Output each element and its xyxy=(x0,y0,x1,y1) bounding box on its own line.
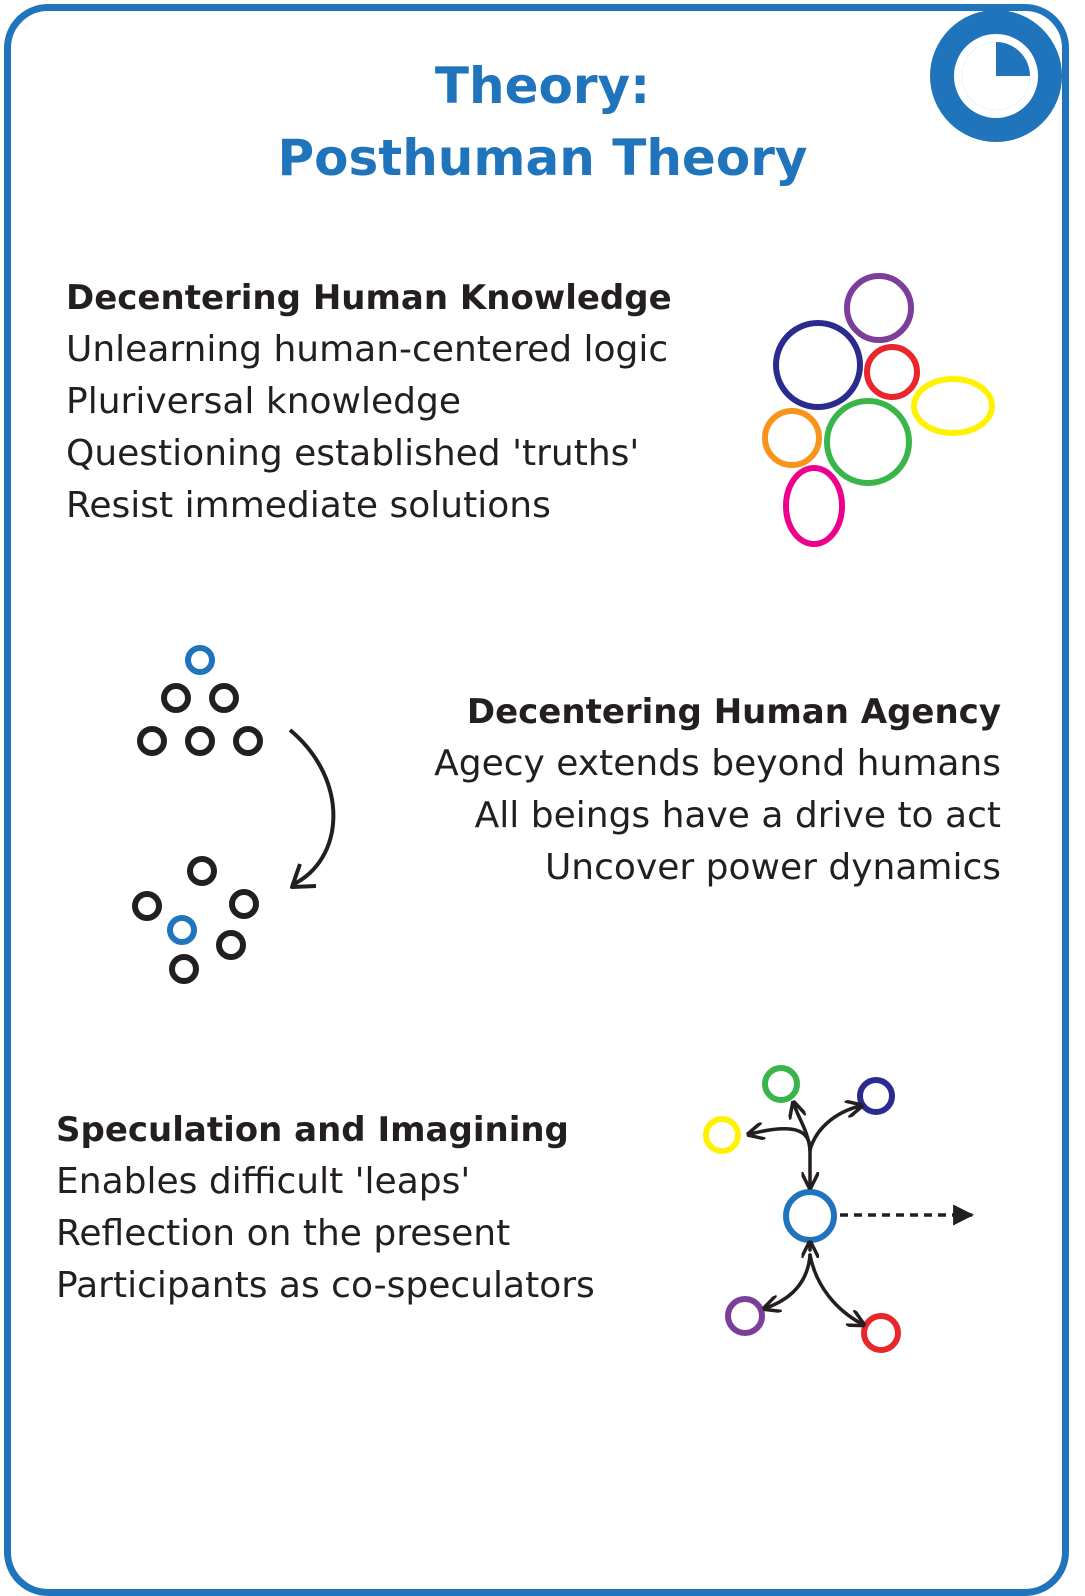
section-heading: Speculation and Imagining xyxy=(56,1110,569,1150)
branch-arrow xyxy=(750,1129,812,1152)
section-decentering-agency: Decentering Human Agency Agecy extends b… xyxy=(434,686,1001,894)
title-line-2: Posthuman Theory xyxy=(277,129,808,187)
black-dot xyxy=(209,683,239,713)
list-item: Participants as co-speculators xyxy=(56,1265,595,1306)
purple-node xyxy=(725,1296,765,1336)
list-item: Pluriversal knowledge xyxy=(66,381,461,422)
list-item: Questioning established 'truths' xyxy=(66,433,640,474)
agency-dots-transition xyxy=(132,645,336,984)
list-item: Resist immediate solutions xyxy=(66,485,551,526)
section-heading: Decentering Human Agency xyxy=(466,692,1001,732)
curved-arrow xyxy=(288,728,336,887)
section-speculation: Speculation and Imagining Enables diffic… xyxy=(56,1104,595,1312)
colorful-circles-cluster xyxy=(762,273,995,547)
navy-circle xyxy=(773,320,863,410)
list-item: All beings have a drive to act xyxy=(474,795,1001,836)
list-item: Uncover power dynamics xyxy=(544,847,1001,888)
black-dot xyxy=(161,683,191,713)
blue-dot xyxy=(185,645,215,675)
list-item: Unlearning human-centered logic xyxy=(66,329,669,370)
green-node xyxy=(762,1065,800,1103)
page-title: Theory: Posthuman Theory xyxy=(0,50,1085,194)
branch-arrow xyxy=(794,1104,812,1152)
center-node xyxy=(783,1189,837,1243)
navy-node xyxy=(857,1077,895,1115)
list-item: Reflection on the present xyxy=(56,1213,511,1254)
black-dot xyxy=(132,891,162,921)
list-item: Agecy extends beyond humans xyxy=(434,743,1001,784)
magenta-ellipse xyxy=(783,465,845,547)
clock-icon xyxy=(930,10,1062,142)
branch-arrow xyxy=(808,1253,862,1324)
orange-circle xyxy=(762,408,822,468)
speculation-branching-diagram xyxy=(703,1065,975,1353)
title-line-1: Theory: xyxy=(434,57,651,115)
red-circle xyxy=(864,344,920,400)
black-dot xyxy=(137,726,167,756)
red-node xyxy=(861,1313,901,1353)
black-dot xyxy=(185,726,215,756)
section-decentering-knowledge: Decentering Human Knowledge Unlearning h… xyxy=(66,272,672,532)
blue-dot xyxy=(167,915,197,945)
green-circle xyxy=(824,398,912,486)
yellow-node xyxy=(703,1116,741,1154)
yellow-ellipse xyxy=(911,376,995,436)
black-dot xyxy=(233,726,263,756)
black-dot xyxy=(169,954,199,984)
black-dot xyxy=(229,889,259,919)
list-item: Enables difficult 'leaps' xyxy=(56,1161,471,1202)
branch-arrow xyxy=(808,1106,860,1152)
black-dot xyxy=(216,930,246,960)
purple-circle xyxy=(844,273,914,343)
black-dot xyxy=(187,856,217,886)
section-heading: Decentering Human Knowledge xyxy=(66,278,672,318)
card-frame xyxy=(4,4,1069,1596)
branch-arrow xyxy=(766,1253,812,1308)
